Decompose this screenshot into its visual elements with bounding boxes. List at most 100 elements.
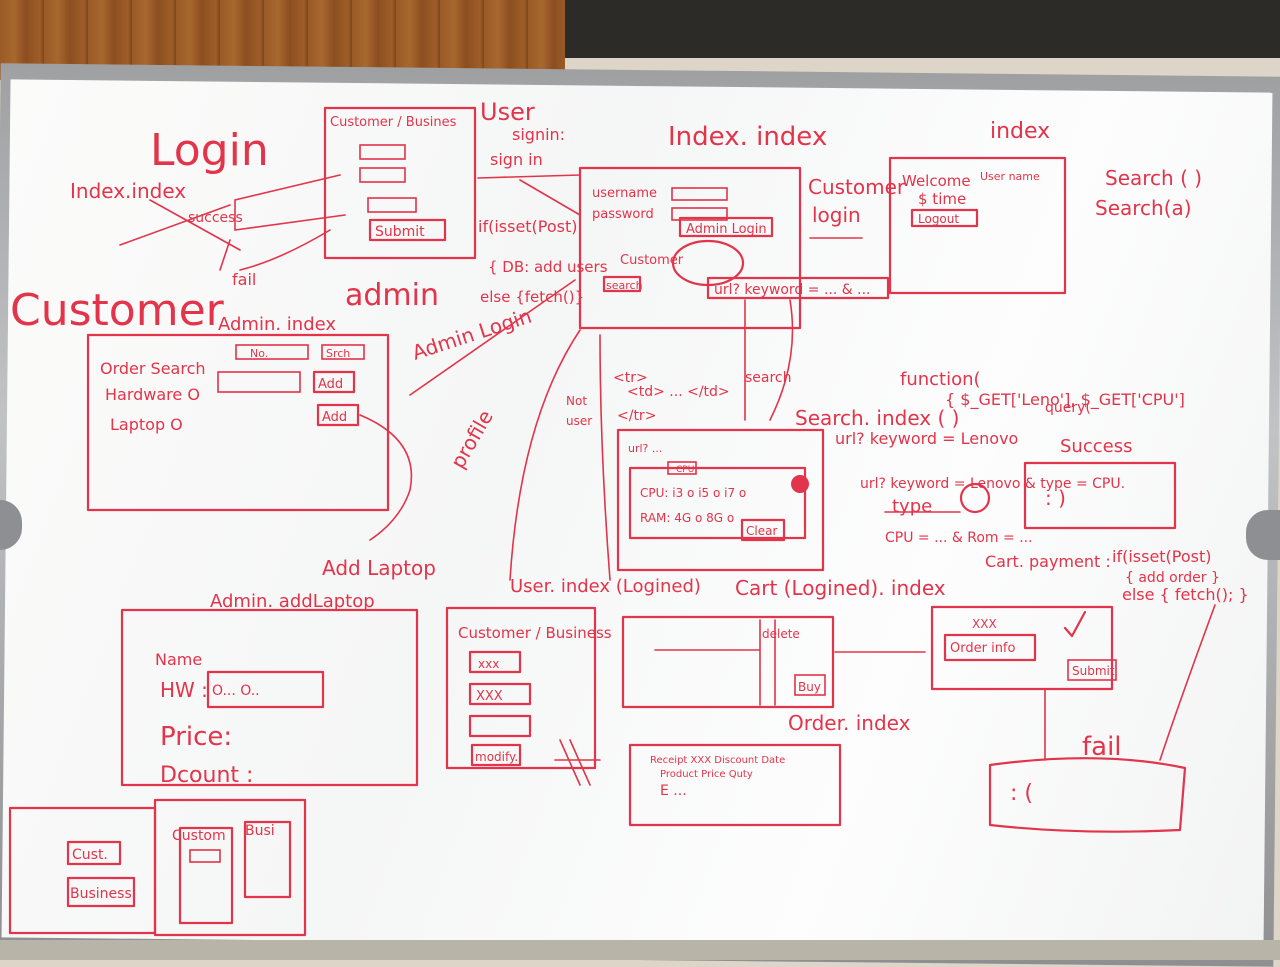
user-field-2-value: XXX: [476, 689, 503, 704]
payment-title: Cart. payment :: [985, 552, 1111, 571]
customer-login-line2: login: [812, 203, 861, 227]
function-line3: query(: [1045, 400, 1091, 416]
order-index-title: Order. index: [788, 711, 911, 735]
not-user-line1: Not: [566, 394, 587, 408]
user-signin-else: else {fetch()}: [480, 288, 584, 306]
not-user-line2: user: [566, 414, 592, 428]
user-signin-line2: sign in: [490, 150, 543, 169]
search-marker-dot: [791, 475, 809, 493]
index-admin-login-button: [678, 216, 774, 238]
order-index-header: Receipt XXX Discount Date: [650, 755, 785, 766]
index-panel-box: [888, 156, 1067, 295]
index-index-box: [578, 166, 802, 330]
index-logout-label: Logout: [918, 212, 959, 226]
admin-index-title: Admin. index: [218, 314, 336, 335]
index-username-label: username: [592, 186, 657, 201]
index-panel-title: index: [990, 119, 1050, 144]
cart-box: [621, 615, 835, 709]
add-laptop-title: Admin. addLaptop: [210, 591, 375, 612]
search-filter-box: [628, 466, 807, 540]
index-search-label: search: [606, 279, 643, 292]
admin-search-label: Srch: [326, 347, 350, 360]
search-type-stamp: [959, 482, 991, 514]
login-index-link: Index.index: [70, 179, 186, 203]
add-laptop-arrow: [359, 414, 413, 541]
search-func-2: Search(a): [1095, 196, 1192, 220]
bottom-panel-box: [153, 798, 307, 937]
login-field-3: [367, 197, 417, 213]
admin-laptop: Laptop O: [110, 415, 183, 434]
payment-isset: if(isset(Post): [1112, 547, 1212, 566]
user-hash-marks: [554, 739, 601, 786]
login-box-title: Customer / Busines: [330, 115, 457, 130]
login-fail-label: fail: [232, 270, 256, 289]
function-line2: { $_GET['Leno'], $_GET['CPU']: [945, 390, 1185, 410]
admin-add-button-2: [316, 403, 360, 427]
admin-order-search: Order Search: [100, 359, 206, 378]
cart-buy-label: Buy: [798, 680, 821, 694]
user-signin-db: { DB: add users: [488, 258, 608, 276]
login-box: [323, 106, 477, 260]
bottom-custom-field: [189, 849, 221, 863]
user-modify-label: modify.: [475, 750, 518, 764]
bottom-cust-label: Cust.: [72, 847, 108, 863]
add-laptop-hw-field: [206, 670, 325, 709]
index-customer-label: Customer: [620, 253, 684, 268]
add-laptop-hw: HW :: [160, 678, 208, 702]
login-success-label: success: [188, 210, 243, 226]
payment-else: else { fetch(); }: [1122, 585, 1249, 604]
index-logout-button: [910, 208, 979, 228]
function-line1: function(: [900, 369, 981, 390]
customer-login-line1: Customer: [808, 175, 906, 199]
index-index-title: Index. index: [668, 122, 827, 152]
bottom-busi-panel: [243, 820, 292, 899]
search-cpu-line: CPU: i3 o i5 o i7 o: [640, 486, 746, 500]
admin-add-label-2: Add: [322, 410, 347, 425]
login-title: Login: [150, 125, 269, 176]
admin-hardware-field: [217, 371, 301, 393]
fail-box: [988, 757, 1187, 833]
fail-title: fail: [1082, 732, 1122, 762]
bottom-custom-panel: [178, 826, 234, 925]
search-clear-button: [740, 518, 786, 542]
right-mount-clip: [1246, 510, 1280, 560]
admin-no-label: No.: [250, 347, 268, 360]
user-field-1-value: xxx: [478, 657, 499, 671]
order-index-row: E ...: [660, 783, 687, 799]
index-url-text: url? keyword = ... & ...: [714, 282, 870, 298]
payment-box: [930, 605, 1114, 691]
index-time: $ time: [918, 190, 966, 208]
payment-submit-label: Submit: [1072, 664, 1115, 678]
index-url-box: [706, 276, 890, 300]
user-modify-button: [470, 743, 522, 767]
user-signin-title: User: [480, 98, 535, 126]
login-flow-lines: [119, 174, 346, 251]
bottom-cust-button: [66, 840, 122, 866]
admin-search-button: [321, 344, 365, 360]
index-username-field: [671, 187, 728, 201]
add-laptop-price: Price:: [160, 722, 232, 752]
user-field-2: [468, 682, 532, 706]
user-index-title: User. index (Logined): [510, 576, 701, 597]
index-username: User name: [980, 170, 1040, 183]
user-field-1: [468, 650, 522, 674]
index-admin-login-label: Admin Login: [686, 222, 767, 237]
user-field-3: [468, 714, 532, 738]
add-laptop-hw-value: O... O..: [212, 683, 260, 699]
order-index-sub: Product Price Quty: [660, 769, 753, 780]
bottom-left-frame: [8, 806, 157, 935]
profile-label: profile: [446, 406, 498, 473]
cart-buy-button: [794, 674, 826, 696]
search-ram-line: RAM: 4G o 8G o: [640, 511, 734, 525]
search-type-label: type: [892, 496, 932, 517]
add-laptop-dcount: Dcount :: [160, 763, 253, 788]
user-signin-line1: signin:: [512, 125, 565, 144]
user-index-box: [445, 606, 597, 770]
bottom-business-button: [66, 876, 136, 908]
login-fail-arrow: [219, 229, 331, 271]
search-cpu-tab-label: CPU: [676, 465, 694, 475]
cart-delete: delete: [762, 627, 800, 641]
admin-no-field: [235, 344, 309, 360]
fail-face: : (: [1010, 781, 1033, 806]
